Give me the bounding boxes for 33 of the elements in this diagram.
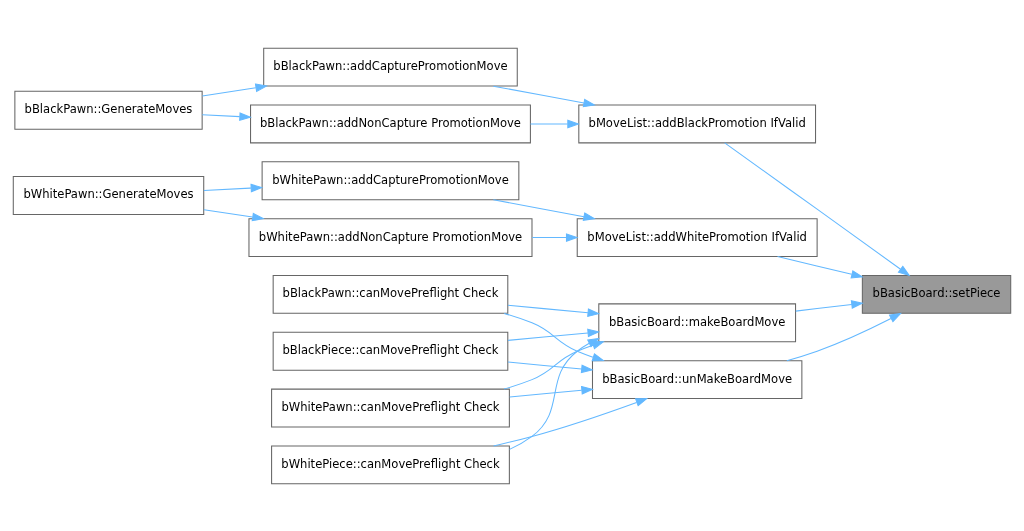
arrow bbox=[507, 328, 601, 341]
node-box: bWhitePiece::canMovePreflight Check bbox=[271, 444, 510, 484]
node-box: bBlackPawn::addCapturePromotionMove bbox=[263, 47, 518, 87]
node-box: bBlackPawn::addNonCapture PromotionMove bbox=[250, 104, 531, 143]
node-box: bWhitePawn::addNonCapture PromotionMove bbox=[248, 217, 533, 257]
arrow bbox=[509, 337, 601, 450]
arrow bbox=[492, 85, 596, 107]
arrow bbox=[777, 255, 864, 279]
arrow bbox=[507, 304, 601, 317]
arrow bbox=[531, 232, 579, 242]
node-box: bMoveList::addWhitePromotion IfValid bbox=[576, 217, 818, 257]
arrow bbox=[201, 82, 269, 96]
node-box: bWhitePawn::GenerateMoves bbox=[12, 175, 205, 215]
node-box: bBlackPiece::canMovePreflight Check bbox=[272, 331, 509, 371]
arrow bbox=[203, 183, 264, 192]
arrow bbox=[786, 312, 902, 361]
arrow bbox=[493, 397, 649, 446]
arrow bbox=[509, 385, 594, 398]
arrow bbox=[507, 361, 594, 373]
node-box: bWhitePawn::addCapturePromotionMove bbox=[261, 160, 520, 200]
node-box: bBlackPawn::canMovePreflight Check bbox=[272, 274, 509, 314]
arrow bbox=[201, 111, 252, 121]
arrow bbox=[492, 198, 596, 221]
arrow bbox=[203, 208, 265, 221]
node-box: bBasicBoard::makeBoardMove bbox=[598, 302, 797, 342]
arrow bbox=[529, 119, 580, 128]
node-box: bBlackPawn::GenerateMoves bbox=[14, 90, 203, 130]
arrow bbox=[795, 299, 864, 312]
node-box: bBasicBoard::setPiece bbox=[861, 274, 1012, 314]
arrow bbox=[724, 141, 911, 276]
node-box: bWhitePawn::canMovePreflight Check bbox=[271, 388, 510, 427]
node-box: bBasicBoard::unMakeBoardMove bbox=[591, 359, 803, 399]
node-box: bMoveList::addBlackPromotion IfValid bbox=[578, 104, 817, 143]
